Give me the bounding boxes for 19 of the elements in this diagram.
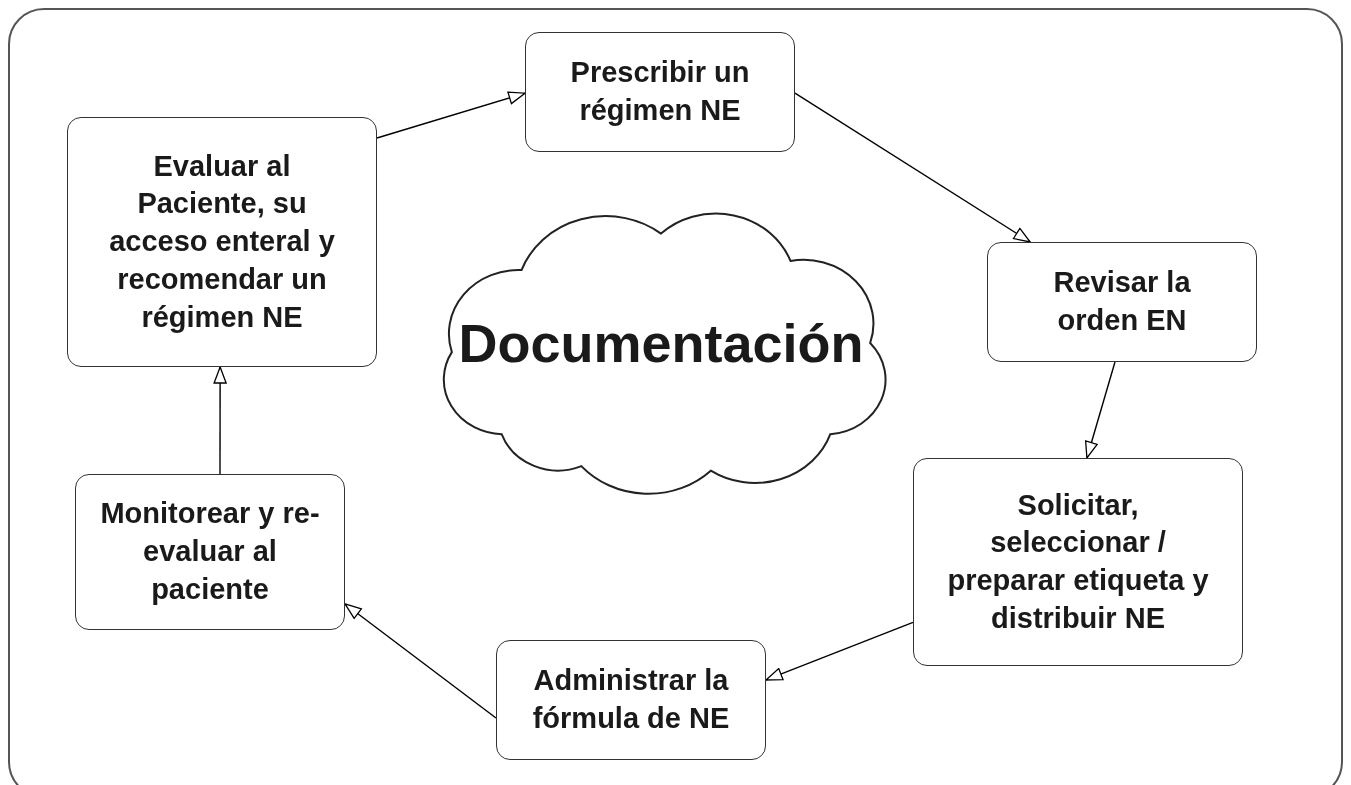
node-label: Documentación bbox=[458, 311, 864, 375]
process-box bbox=[987, 242, 1257, 362]
process-box bbox=[75, 474, 345, 630]
node-label: Evaluar al Paciente, su acceso enteral y recomendar un régimen NE bbox=[108, 148, 336, 335]
node-label: Solicitar, seleccionar / preparar etiqueta y distribuir NE bbox=[946, 487, 1210, 636]
process-box bbox=[67, 117, 377, 367]
node-label: Monitorear y re-evaluar al paciente bbox=[100, 496, 320, 607]
node-label: Administrar la fórmula de NE bbox=[531, 663, 731, 736]
arrow bbox=[213, 366, 227, 475]
node-label: Revisar la orden EN bbox=[1052, 265, 1192, 338]
process-box bbox=[496, 640, 766, 760]
process-box bbox=[525, 32, 795, 152]
arrow bbox=[376, 91, 526, 139]
arrow bbox=[1085, 361, 1116, 459]
process-box bbox=[913, 458, 1243, 666]
arrow bbox=[344, 603, 497, 719]
arrow bbox=[794, 92, 1031, 243]
node-label: Prescribir un régimen NE bbox=[569, 55, 751, 128]
arrow bbox=[765, 621, 914, 681]
